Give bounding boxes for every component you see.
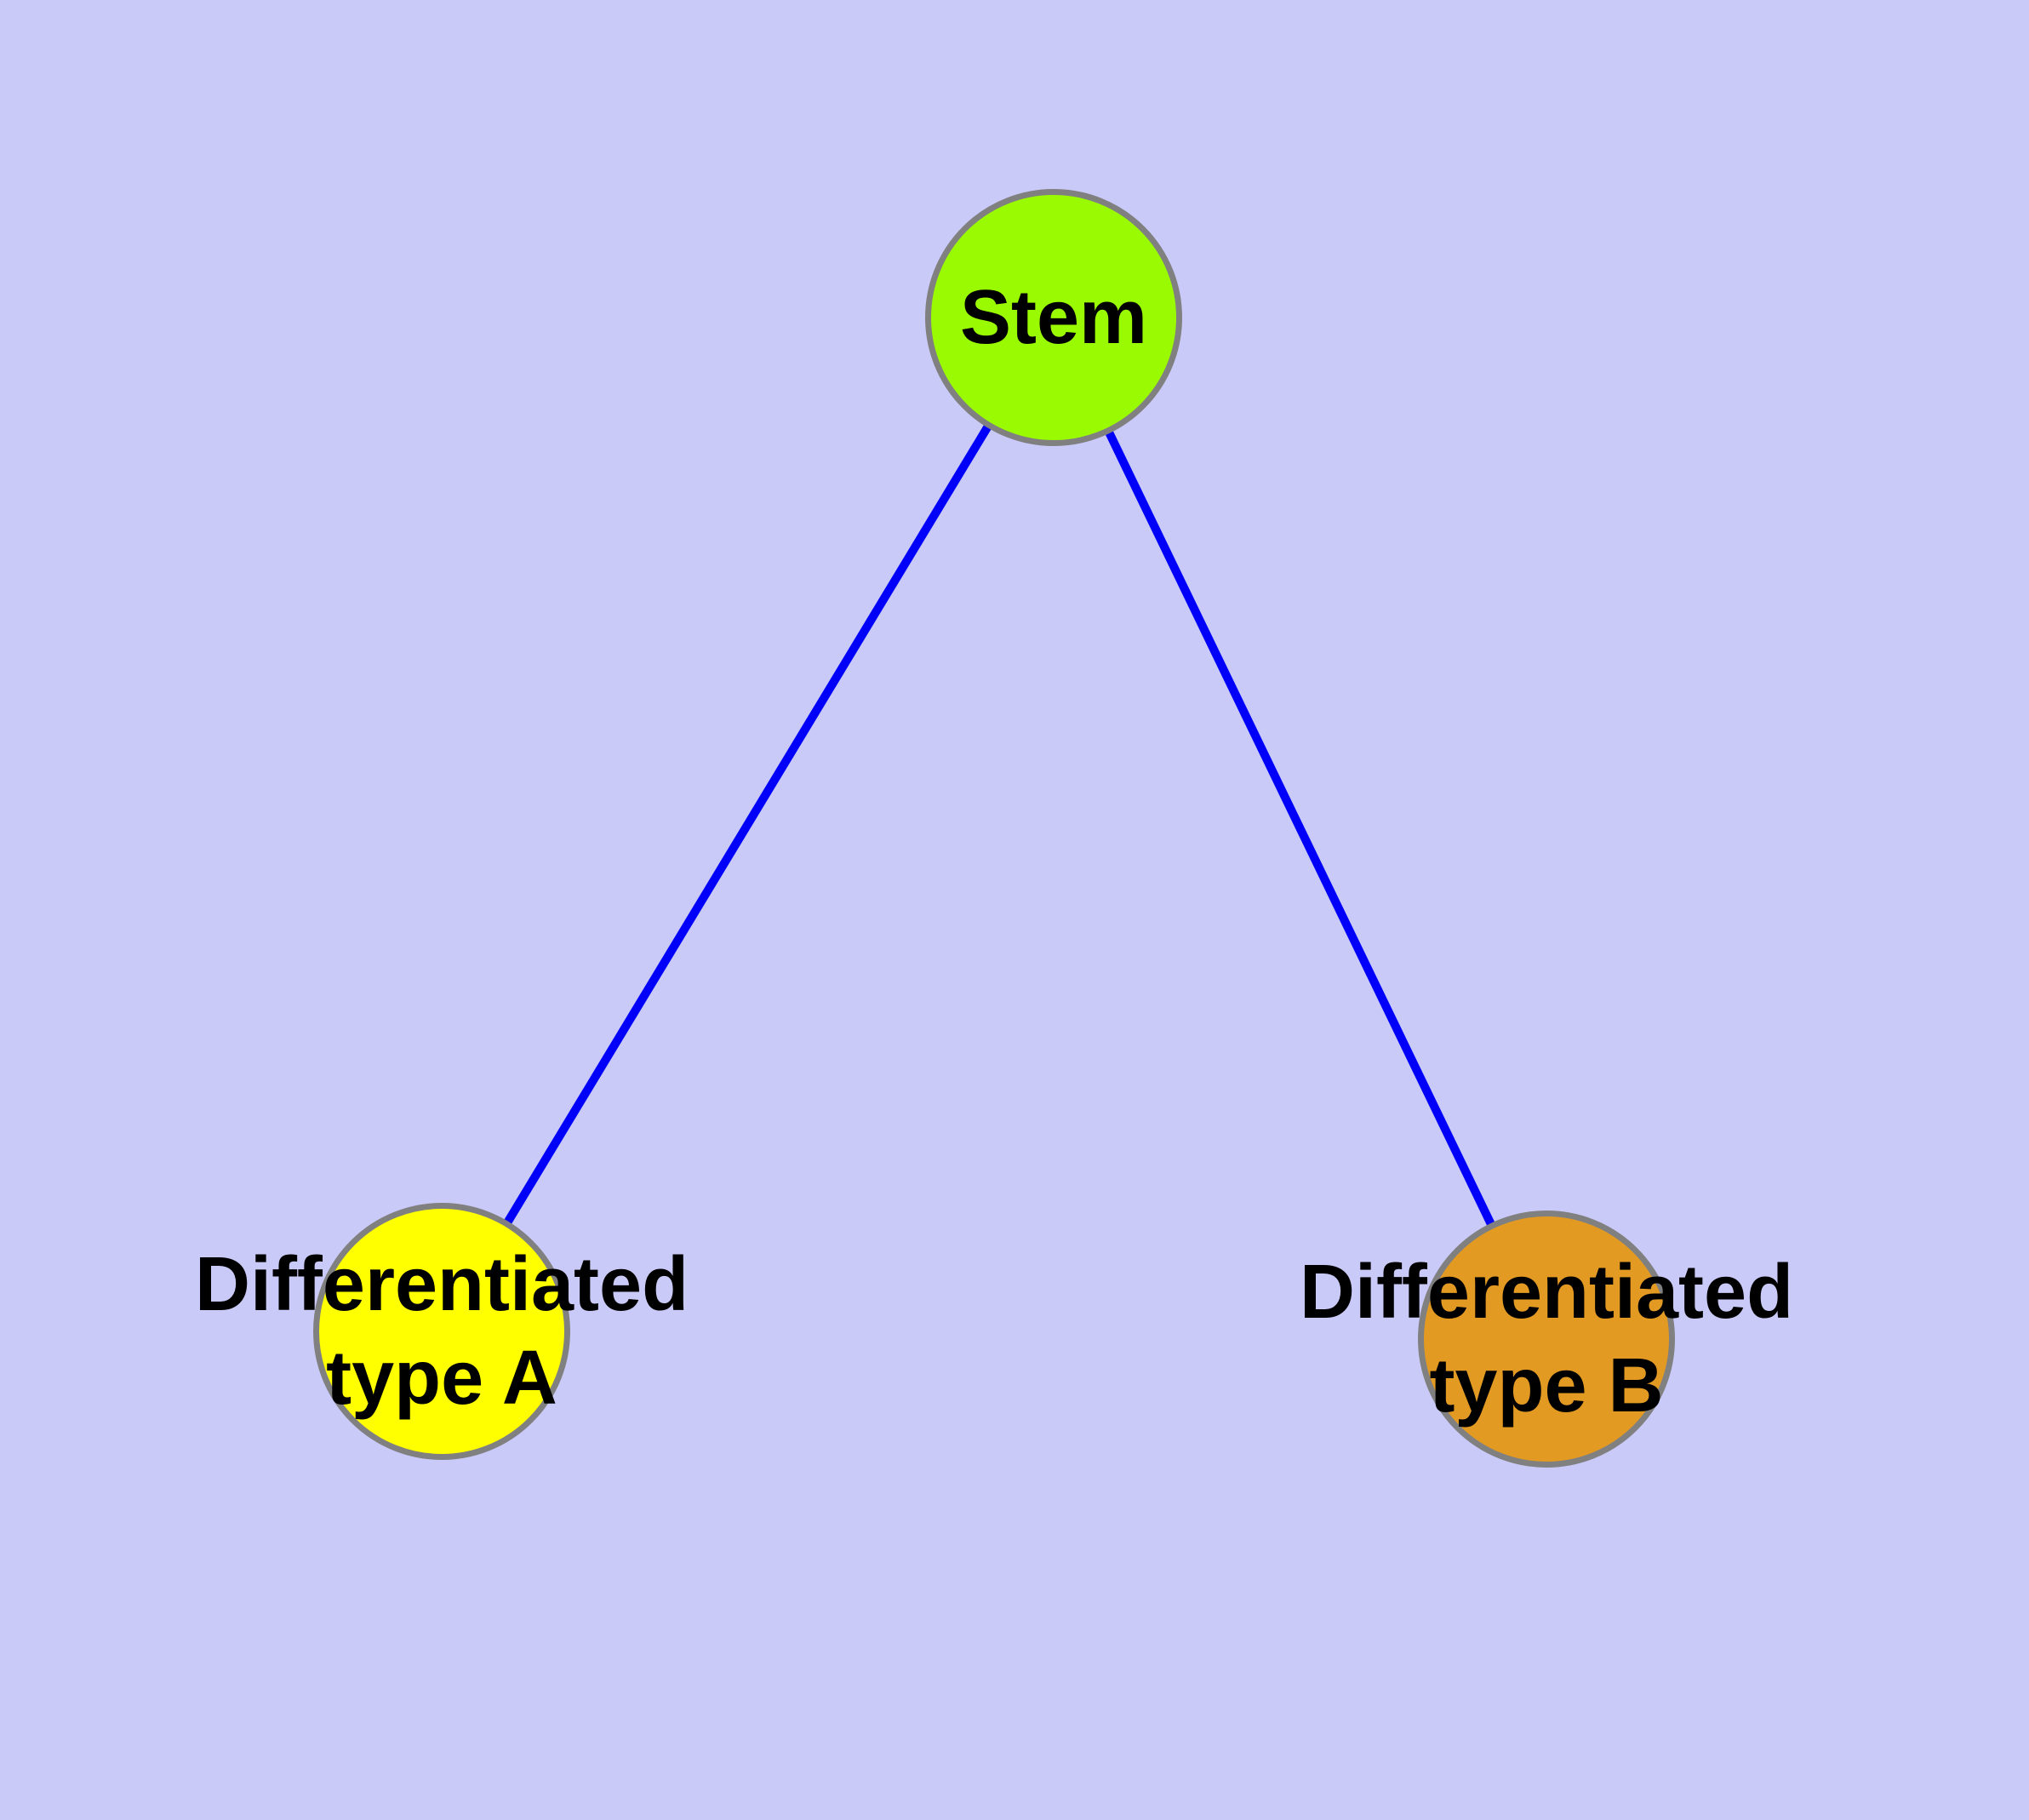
node-differentiated-type-b-label: Differentiated type B [1300,1245,1793,1433]
node-differentiated-type-b-label-line: Differentiated [1299,1250,1794,1335]
node-differentiated-type-a-label-line: Differentiated [194,1242,689,1327]
edge-stem-to-type-a [437,315,1058,1334]
node-differentiated-type-b-label-line: type B [1429,1343,1664,1428]
node-stem-label: Stem [960,271,1147,364]
node-differentiated-type-b: Differentiated type B [1300,1210,1793,1468]
edge-stem-to-type-b [1049,315,1551,1342]
node-differentiated-type-a-label: Differentiated type A [195,1238,689,1425]
node-stem-label-line: Stem [959,275,1148,360]
node-differentiated-type-a: Differentiated type A [195,1203,689,1460]
node-differentiated-type-a-label-line: type A [326,1336,557,1421]
node-stem: Stem [925,189,1182,446]
